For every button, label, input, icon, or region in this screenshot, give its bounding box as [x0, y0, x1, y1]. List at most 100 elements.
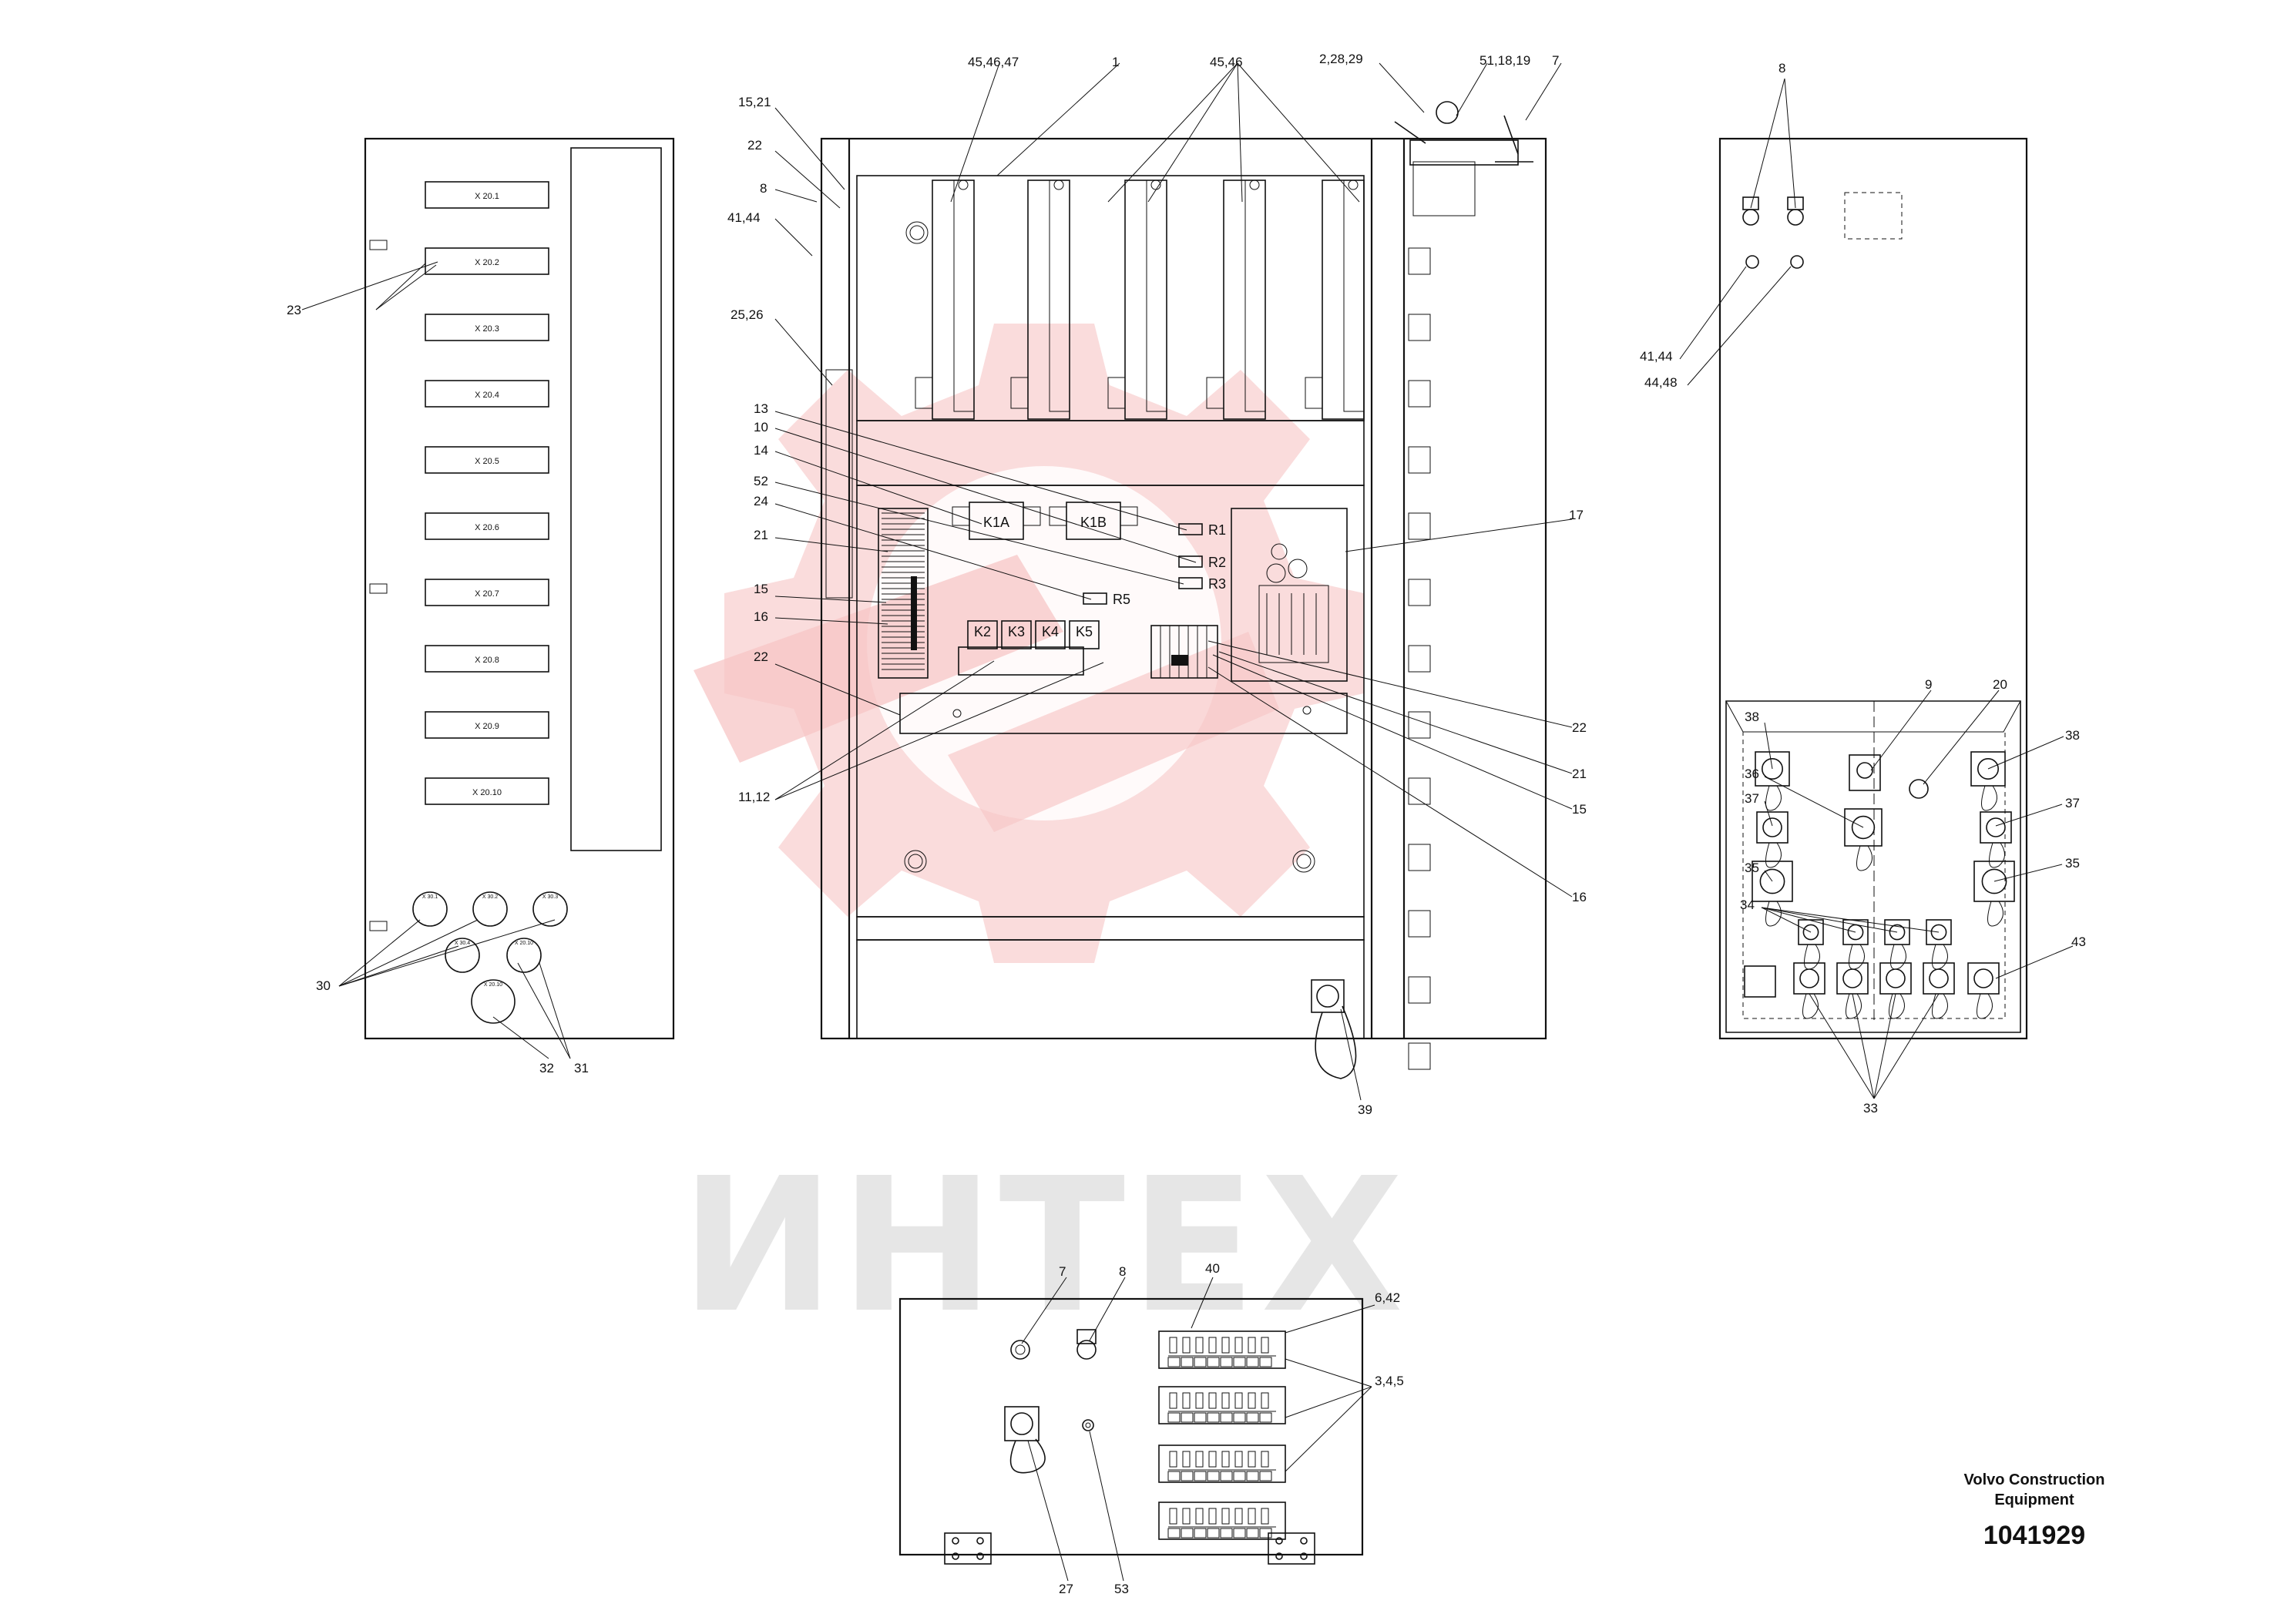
connector-cable [1889, 993, 1905, 1019]
terminal-screw [1234, 1392, 1243, 1409]
terminal-cell [1233, 1357, 1246, 1367]
callout-7-bottom: 7 [1059, 1264, 1066, 1279]
callout-41-44-right: 41,44 [1640, 349, 1673, 364]
panel-connector [1793, 962, 1825, 995]
callout-33: 33 [1863, 1101, 1878, 1116]
terminal-cell [1167, 1412, 1181, 1423]
terminal-screw [1248, 1392, 1256, 1409]
callout-20: 20 [1993, 677, 2007, 692]
connector-cable [1846, 993, 1862, 1019]
connector-cable [1981, 785, 1997, 811]
callout-6-42: 6,42 [1375, 1290, 1400, 1305]
callout-14: 14 [754, 443, 768, 458]
x20-slot-label: X 20.5 [475, 457, 499, 466]
terminal-screw [1169, 1392, 1177, 1409]
round-connector-label: X 20.10 [484, 982, 502, 988]
callout-10: 10 [754, 420, 768, 435]
panel-connector [1970, 751, 2006, 787]
callout-40: 40 [1205, 1261, 1220, 1276]
panel-connector-socket [1802, 924, 1819, 941]
terminal-screw [1221, 1337, 1230, 1354]
relay-k-label: K5 [1076, 624, 1093, 639]
callout-52: 52 [754, 474, 768, 488]
terminal-cell [1246, 1357, 1259, 1367]
terminal-cell [1207, 1412, 1220, 1423]
callout-22-top: 22 [747, 138, 762, 153]
side-block [1408, 380, 1431, 408]
callout-31: 31 [574, 1061, 589, 1075]
connector-cable [1856, 845, 1872, 871]
company-name-line2: Equipment [1994, 1491, 2074, 1508]
power-module-side [953, 180, 975, 412]
terminal-screw [1221, 1451, 1230, 1468]
terminal-screw [1248, 1337, 1256, 1354]
panel-connector-socket [1762, 817, 1782, 837]
panel-connector [1884, 919, 1910, 945]
terminal-screw [1169, 1451, 1177, 1468]
power-module-foot [1107, 377, 1126, 409]
resistor [1083, 592, 1107, 605]
x20-slot [425, 579, 549, 606]
panel-connector-socket [1889, 924, 1906, 941]
terminal-cell [1220, 1471, 1233, 1481]
terminal-cell [1181, 1357, 1194, 1367]
panel-connector-socket [1759, 868, 1785, 894]
callout-8-left: 8 [760, 181, 767, 196]
power-module-side [1343, 180, 1365, 412]
power-module-foot [1206, 377, 1224, 409]
terminal-cell [1220, 1357, 1233, 1367]
callout-34: 34 [1740, 898, 1755, 912]
callout-1: 1 [1112, 55, 1119, 69]
power-module [932, 180, 975, 420]
panel-connector-socket [1930, 924, 1947, 941]
terminal-screw [1248, 1508, 1256, 1525]
relay-k-label: K3 [1008, 624, 1025, 639]
terminal-cell [1220, 1412, 1233, 1423]
callout-37-right: 37 [2065, 796, 2080, 810]
callout-9: 9 [1925, 677, 1932, 692]
drawing-number: 1041929 [1983, 1521, 2086, 1550]
power-module-foot [1010, 377, 1029, 409]
callout-17: 17 [1569, 508, 1584, 522]
terminal-cell [1194, 1471, 1207, 1481]
panel-connector [1844, 808, 1883, 847]
terminal-block [1158, 1330, 1286, 1369]
x20-slot-label: X 20.4 [475, 391, 499, 400]
terminal-cell [1259, 1412, 1272, 1423]
side-block [1408, 446, 1431, 474]
power-module [1322, 180, 1365, 420]
round-connector [445, 938, 480, 973]
callout-8-bottom: 8 [1119, 1264, 1126, 1279]
terminal-cell [1181, 1412, 1194, 1423]
connector-cable [1989, 842, 2005, 868]
resistor-label: R2 [1208, 555, 1226, 570]
relay-k1-tab [1023, 506, 1041, 526]
connector-cable [1890, 944, 1906, 970]
terminal-screw [1169, 1508, 1177, 1525]
x20-slot [425, 645, 549, 673]
connector-cable [1977, 993, 1993, 1019]
panel-connector-socket [1799, 968, 1819, 988]
terminal-cell [1246, 1471, 1259, 1481]
relay-k [1069, 620, 1100, 649]
callout-22-right: 22 [1572, 720, 1587, 735]
terminal-block [1158, 1386, 1286, 1424]
panel-connector [1980, 811, 2012, 844]
connector-cable [1987, 901, 2003, 927]
x20-slot [425, 512, 549, 540]
terminal-screw [1261, 1337, 1269, 1354]
round-connector-label: X 30.2 [482, 894, 498, 900]
terminal-cell [1167, 1528, 1181, 1538]
callout-39: 39 [1358, 1102, 1372, 1117]
watermark-text: ИНТЕХ [680, 1138, 1408, 1354]
terminal-cell [1259, 1471, 1272, 1481]
callout-25-26: 25,26 [731, 307, 764, 322]
resistor [1178, 523, 1203, 535]
terminal-screw [1208, 1451, 1217, 1468]
terminal-cell [1207, 1471, 1220, 1481]
terminal-screw [1234, 1451, 1243, 1468]
terminal-cell [1167, 1471, 1181, 1481]
